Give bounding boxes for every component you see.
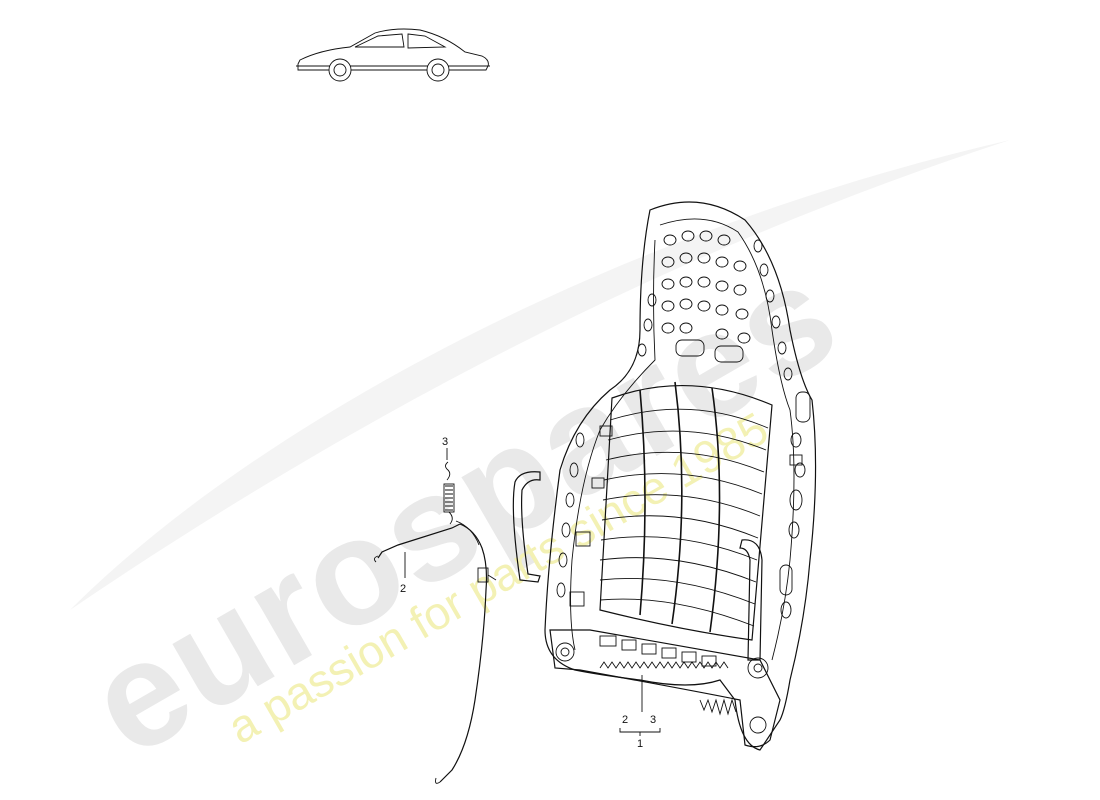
car-thumbnail-icon [296, 28, 490, 82]
cable-part [373, 520, 497, 784]
seat-backrest-frame [512, 201, 817, 751]
callout-group-right: 3 [650, 714, 656, 726]
callout-assembly: 1 [637, 738, 643, 750]
callout-spring: 3 [442, 436, 448, 448]
assembly-callout-group: 2 3 1 [619, 675, 661, 750]
callout-group-left: 2 [622, 714, 628, 726]
callout-cable: 2 [400, 583, 406, 595]
spring-part [443, 461, 455, 525]
watermark-brand: eurospares [62, 228, 864, 788]
seat-spring-mesh [569, 381, 769, 633]
